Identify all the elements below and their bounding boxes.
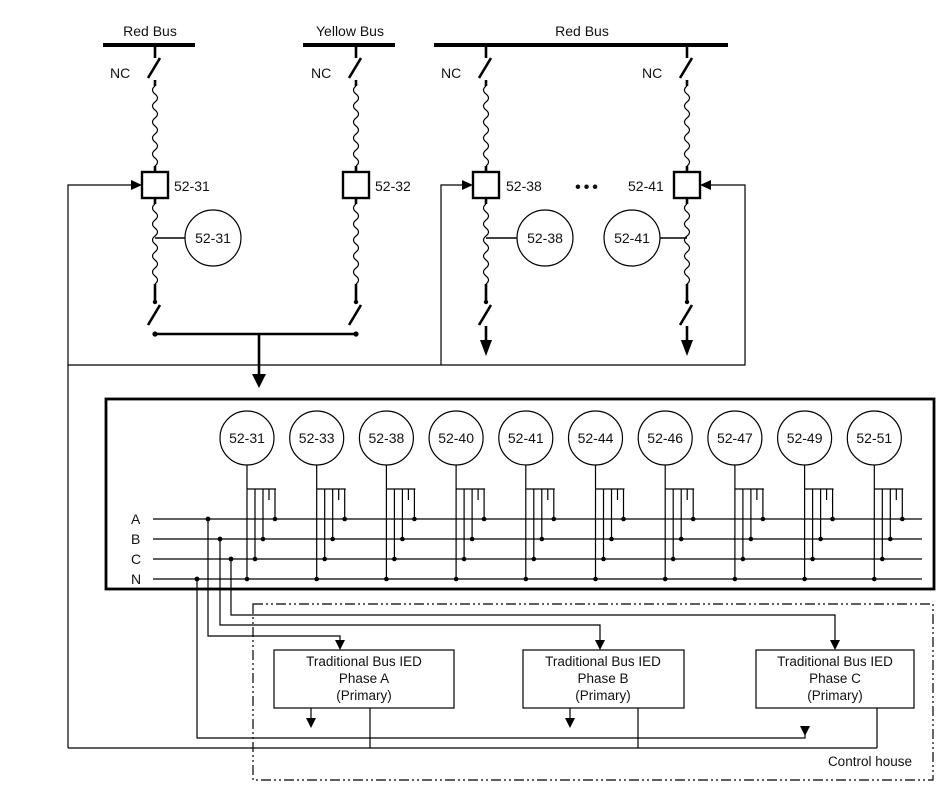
panel-relay-label: 52-51: [856, 430, 892, 446]
relay-52-31-top-label: 52-31: [195, 230, 231, 246]
panel-relay-label: 52-38: [368, 430, 404, 446]
phase-a-label: A: [131, 511, 141, 527]
relay-52-41-top-label: 52-41: [614, 230, 650, 246]
ellipsis: •••: [575, 179, 601, 196]
ied-a-role: (Primary): [336, 688, 392, 703]
nc-label-1: NC: [110, 65, 130, 81]
breaker-label-52-31: 52-31: [174, 178, 210, 194]
breaker-52-38: [471, 170, 501, 200]
panel-relay-label: 52-41: [508, 430, 544, 446]
panel-relay-52-40: 52-40: [428, 410, 487, 582]
ied-b-title: Traditional Bus IED: [545, 654, 661, 669]
panel-relay-label: 52-46: [647, 430, 683, 446]
panel-relay-52-46: 52-46: [637, 410, 696, 582]
panel-relay-52-44: 52-44: [567, 410, 626, 582]
panel-relay-52-49: 52-49: [776, 410, 835, 582]
red-bus-left-label: Red Bus: [123, 23, 177, 39]
breaker-52-41: [672, 170, 702, 200]
ct-panel: [104, 397, 936, 591]
ied-b-role: (Primary): [575, 688, 631, 703]
control-house-label: Control house: [828, 754, 912, 769]
nc-label-4: NC: [642, 65, 662, 81]
trip-line-52-41: [441, 184, 746, 366]
panel-relay-52-38: 52-38: [358, 410, 417, 582]
panel-relay-52-41: 52-41: [498, 410, 557, 582]
red-bus-right-label: Red Bus: [555, 23, 609, 39]
ied-c-role: (Primary): [807, 688, 863, 703]
relay-52-31-top: [184, 209, 242, 267]
ied-a-phase: Phase A: [339, 671, 389, 686]
relay-52-38-top-label: 52-38: [527, 230, 563, 246]
relay-52-38-top: [516, 209, 574, 267]
panel-relay-label: 52-31: [229, 430, 265, 446]
nc-label-3: NC: [441, 65, 461, 81]
breaker-52-31: [140, 170, 170, 200]
yellow-bus-label: Yellow Bus: [316, 23, 384, 39]
feeder-52-38: [471, 45, 501, 356]
phase-c-label: C: [131, 551, 141, 567]
panel-relay-label: 52-47: [717, 430, 753, 446]
panel-relay-label: 52-49: [787, 430, 823, 446]
panel-relay-label: 52-44: [578, 430, 614, 446]
panel-relay-52-33: 52-33: [289, 410, 348, 582]
ied-c-phase: Phase C: [809, 671, 861, 686]
ied-phase-a: Traditional Bus IED Phase A (Primary): [273, 649, 455, 709]
panel-relay-52-31: 52-31: [219, 410, 278, 582]
ied-b-phase: Phase B: [577, 671, 628, 686]
panel-relay-52-51: 52-51: [846, 410, 905, 582]
breaker-52-32: [341, 170, 371, 200]
feeder-52-31: [140, 45, 170, 337]
breaker-label-52-32: 52-32: [375, 178, 411, 194]
panel-relay-label: 52-33: [299, 430, 335, 446]
phase-b-label: B: [131, 531, 140, 547]
phase-n-label: N: [131, 571, 141, 587]
relay-52-41-top: [603, 209, 661, 267]
ied-c-title: Traditional Bus IED: [777, 654, 893, 669]
trip-line-52-38: [440, 184, 462, 365]
breaker-label-52-38: 52-38: [506, 178, 542, 194]
feeder-52-32: [341, 45, 371, 337]
feeder-52-41: [672, 45, 702, 356]
panel-relay-label: 52-40: [438, 430, 474, 446]
ied-phase-c: Traditional Bus IED Phase C (Primary): [755, 649, 915, 709]
ied-phase-b: Traditional Bus IED Phase B (Primary): [522, 649, 685, 709]
ied-a-title: Traditional Bus IED: [306, 654, 422, 669]
nc-label-2: NC: [311, 65, 331, 81]
breaker-label-52-41: 52-41: [628, 178, 664, 194]
control-house-boundary: [252, 603, 934, 781]
panel-relay-52-47: 52-47: [707, 410, 766, 582]
trip-line-52-31: [67, 184, 132, 748]
